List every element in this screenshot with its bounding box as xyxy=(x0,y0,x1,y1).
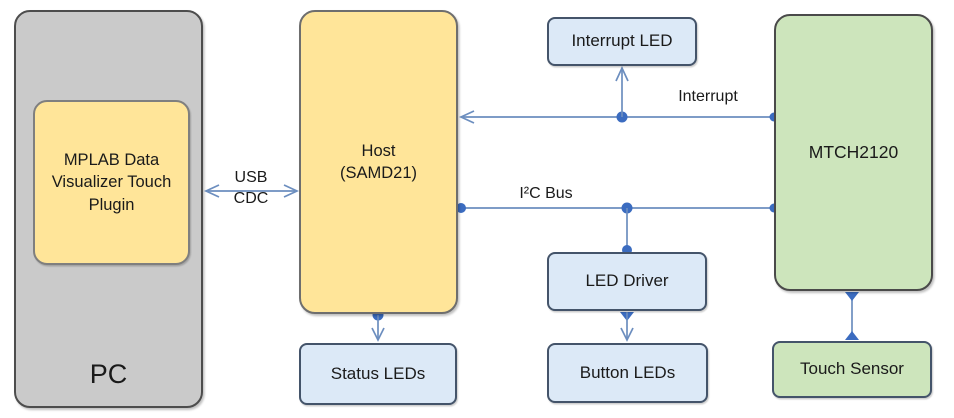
interrupt-led-label: Interrupt LED xyxy=(571,31,673,51)
node-mplab-data-visualizer-touch-plugin: MPLAB Data Visualizer Touch Plugin xyxy=(33,100,190,265)
node-interrupt-led: Interrupt LED xyxy=(547,17,697,66)
usb-cdc-connector xyxy=(203,184,300,198)
i2c-bus-connector xyxy=(456,202,779,255)
mtch-touch-sensor-connector xyxy=(845,292,859,340)
usb-edge-label: USB xyxy=(234,169,268,186)
host-label-line1: Host xyxy=(361,141,396,160)
led-driver-button-leds-connector xyxy=(620,312,634,342)
host-status-leds-connector xyxy=(371,309,385,342)
node-touch-sensor: Touch Sensor xyxy=(772,341,932,398)
node-button-leds: Button LEDs xyxy=(547,343,708,403)
button-leds-label: Button LEDs xyxy=(579,362,676,382)
led-driver-label: LED Driver xyxy=(585,271,669,291)
cdc-edge-label: CDC xyxy=(233,190,269,207)
node-host-samd21: Host (SAMD21) xyxy=(299,10,458,314)
interrupt-edge-label: Interrupt xyxy=(678,88,738,105)
mplab-label: MPLAB Data Visualizer Touch Plugin xyxy=(51,151,172,214)
mtch2120-label: MTCH2120 xyxy=(808,142,899,163)
node-status-leds: Status LEDs xyxy=(299,343,457,405)
node-led-driver: LED Driver xyxy=(547,252,707,311)
host-label-line2: (SAMD21) xyxy=(339,164,417,182)
node-mtch2120: MTCH2120 xyxy=(774,14,933,291)
touch-sensor-label: Touch Sensor xyxy=(800,359,904,379)
status-leds-label: Status LEDs xyxy=(330,363,426,383)
pc-label: PC xyxy=(89,358,128,389)
i2c-bus-edge-label: I²C Bus xyxy=(519,185,573,202)
